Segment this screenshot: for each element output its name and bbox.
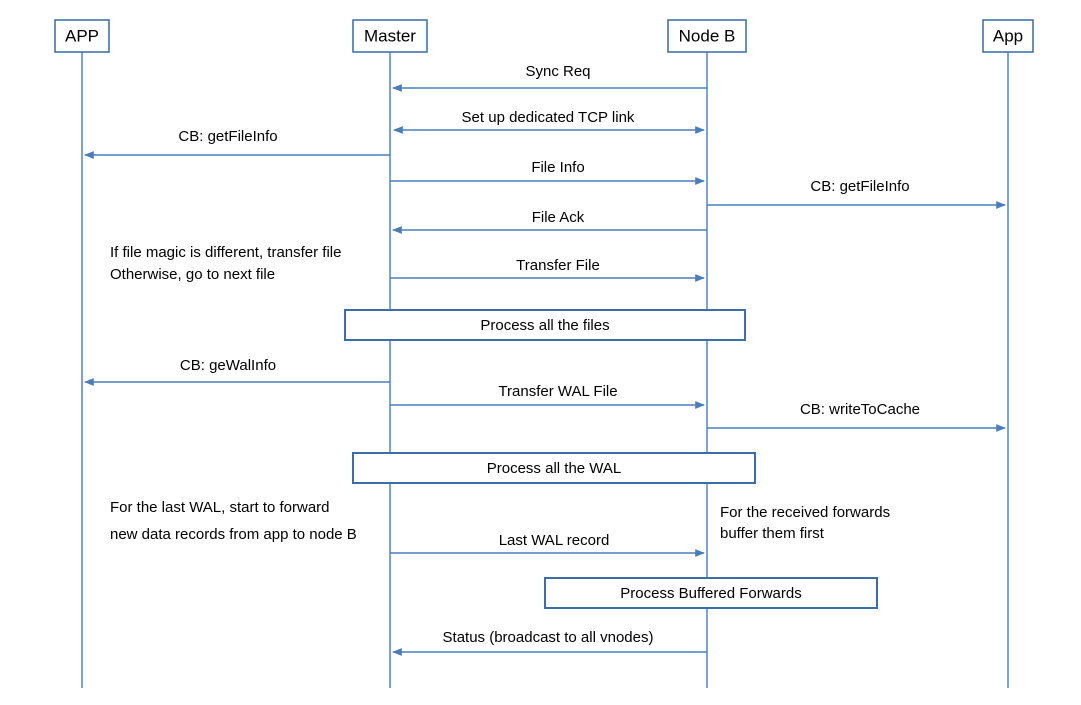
message-label-transfer-wal-file: Transfer WAL File bbox=[498, 383, 617, 400]
actor-label-app-right: App bbox=[993, 26, 1023, 45]
note-received-forwards-line-1: For the received forwards bbox=[720, 504, 890, 521]
actor-box-app-left[interactable] bbox=[54, 19, 110, 53]
actor-box-app-right[interactable] bbox=[982, 19, 1034, 53]
message-label-file-info: File Info bbox=[531, 159, 584, 176]
process-box-process-buffered-forwards[interactable] bbox=[544, 577, 878, 609]
messages: Sync Req Set up dedicated TCP link CB: g… bbox=[84, 63, 1006, 656]
actor-label-app-left: APP bbox=[65, 26, 99, 45]
actor-label-node-b: Node B bbox=[679, 26, 736, 45]
note-last-wal-line-2: new data records from app to node B bbox=[110, 526, 357, 543]
actor-headers: APP Master Node B App bbox=[54, 19, 1034, 53]
message-label-cb-gewalinfo: CB: geWalInfo bbox=[180, 357, 276, 374]
note-last-wal-line-1: For the last WAL, start to forward bbox=[110, 499, 330, 516]
message-label-cb-writetocache: CB: writeToCache bbox=[800, 401, 920, 418]
note-received-forwards-line-2: buffer them first bbox=[720, 525, 825, 542]
process-box-process-all-wal[interactable] bbox=[352, 452, 756, 484]
actor-box-master[interactable] bbox=[352, 19, 428, 53]
process-box-process-all-files[interactable] bbox=[344, 309, 746, 341]
message-label-status-broadcast: Status (broadcast to all vnodes) bbox=[443, 629, 654, 646]
notes: If file magic is different, transfer fil… bbox=[110, 244, 890, 543]
process-boxes: Process all the files Process all the WA… bbox=[344, 309, 878, 609]
message-label-cb-getfileinfo-left: CB: getFileInfo bbox=[178, 128, 277, 145]
note-file-magic-line-2: Otherwise, go to next file bbox=[110, 266, 275, 283]
process-label-process-all-files: Process all the files bbox=[480, 317, 609, 334]
note-file-magic-line-1: If file magic is different, transfer fil… bbox=[110, 244, 341, 261]
message-label-last-wal-record: Last WAL record bbox=[499, 532, 610, 549]
message-label-sync-req: Sync Req bbox=[525, 63, 590, 80]
message-label-cb-getfileinfo-right: CB: getFileInfo bbox=[810, 178, 909, 195]
message-label-setup-tcp: Set up dedicated TCP link bbox=[462, 109, 635, 126]
actor-box-node-b[interactable] bbox=[667, 19, 747, 53]
message-label-file-ack: File Ack bbox=[532, 209, 585, 226]
message-label-transfer-file: Transfer File bbox=[516, 257, 600, 274]
actor-label-master: Master bbox=[364, 26, 416, 45]
lifelines bbox=[81, 52, 1009, 688]
process-label-process-buffered-forwards: Process Buffered Forwards bbox=[620, 585, 801, 602]
process-label-process-all-wal: Process all the WAL bbox=[487, 460, 622, 477]
